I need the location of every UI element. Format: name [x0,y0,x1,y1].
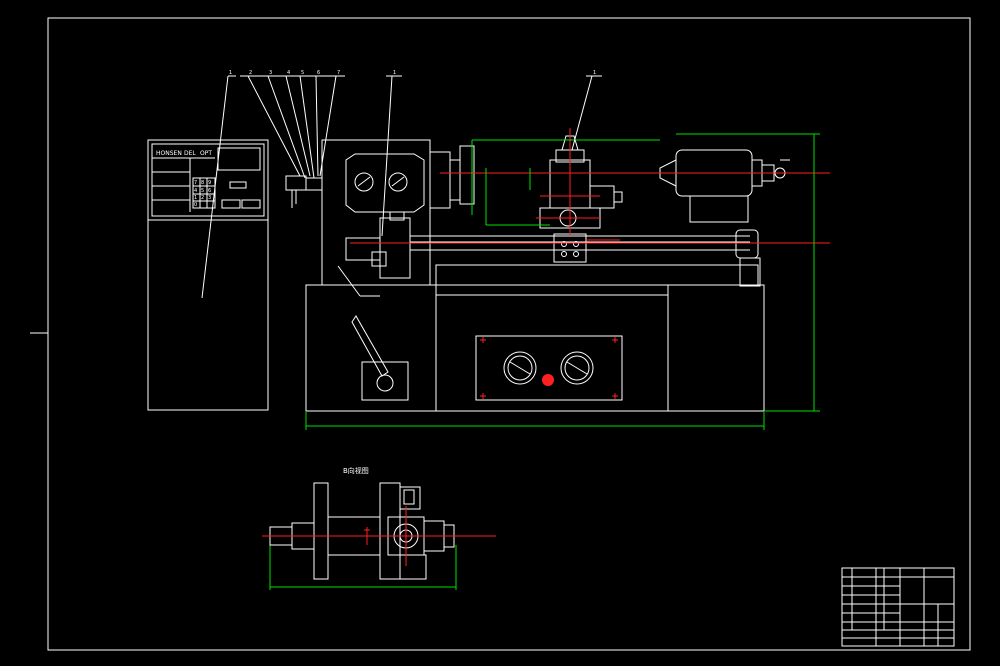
chuck [459,145,475,205]
b-view-title: B向视图 [343,466,369,475]
b-view-left-post [313,482,329,580]
lever-box [361,361,409,401]
keypad-key-0: 7 [194,180,197,186]
panel-display [217,147,261,171]
spindle-flange [429,151,451,209]
balloon-5: 5 [301,70,304,76]
balloon-6: 6 [317,70,320,76]
shift-lever [351,315,389,377]
control-panel [151,143,265,217]
leader-toolpost [571,75,593,151]
keypad-key-6: 1 [194,195,197,201]
control-panel-labels: HONSEN DEL OPT [156,150,212,157]
leaders [201,75,602,299]
headstock-knob-right [388,172,408,192]
title-block-frame [841,567,955,647]
tailstock-support [735,229,759,259]
keypad-key-1: 8 [201,180,204,186]
cabinet-body [147,139,269,411]
panel-header-1: HONSEN [156,150,182,157]
keypad-key-4: 5 [201,188,204,194]
keypad-key-2: 9 [208,180,211,186]
lever-pivot [376,374,394,392]
apron-bracket [379,217,411,279]
bed-top [435,264,759,286]
panel-header-3: OPT [200,150,212,157]
b-view-right-post [379,482,401,580]
keypad [192,177,216,209]
centerlines [350,128,830,399]
cross-slide-handle [589,185,615,209]
keypad-key-9: 0 [194,202,197,208]
headstock-knob-left [354,172,374,192]
balloon-1: 1 [229,70,232,76]
keypad-key-8: 3 [208,195,211,201]
gearbox-dial-right [560,351,594,385]
balloon-labels: 1 2 3 4 5 6 7 1 1 [229,70,596,76]
balloon-9: 1 [593,70,596,76]
title-block [841,567,955,647]
base-center-panel [435,284,669,412]
gearbox-dial-left [503,351,537,385]
keypad-key-7: 2 [201,195,204,201]
balloon-8: 1 [393,70,396,76]
balloon-4: 4 [287,70,290,76]
keypad-key-5: 6 [208,188,211,194]
headstock-panel [345,153,425,213]
sheet-frame [30,17,971,651]
panel-slot [229,181,247,189]
balloon-2: 2 [249,70,252,76]
control-cabinet [147,139,269,411]
tailstock-base [689,195,749,223]
keypad-key-3: 4 [194,188,197,194]
lathe-machine [305,135,790,412]
probe-unit [285,175,323,208]
leader-1 [201,75,229,299]
gearbox-panel [475,335,623,401]
apron [553,233,587,263]
balloon-3: 3 [269,70,272,76]
emergency-stop-icon [542,374,554,386]
dimensions [269,133,820,590]
b-view [269,482,455,580]
leader-headstock [381,75,393,237]
balloon-7: 7 [337,70,340,76]
b-view-centerlines [262,506,496,566]
border-outer [47,17,971,651]
panel-header-2: DEL [184,150,196,157]
